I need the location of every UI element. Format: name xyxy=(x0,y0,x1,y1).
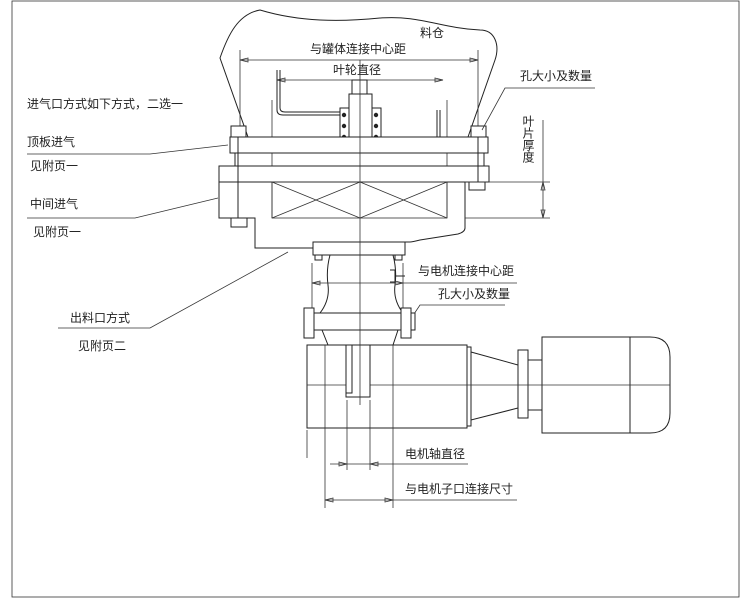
see-appendix-1a: 见附页一 xyxy=(30,159,78,173)
motor-flange xyxy=(517,349,529,419)
hole-size-top-leader xyxy=(481,87,595,131)
motor-center-distance-label: 与电机连接中心距 xyxy=(418,263,514,278)
motor-shaft-diameter-label: 电机轴直径 xyxy=(405,446,465,461)
top-plate-inlet-leader xyxy=(27,144,229,155)
adapter-cone xyxy=(470,351,519,421)
outlet-method-label: 出料口方式 xyxy=(70,310,130,325)
inlet-note: 进气口方式如下方式，二选一 xyxy=(27,96,183,111)
outlet-leader xyxy=(58,251,289,329)
tank-center-distance-label: 与罐体连接中心距 xyxy=(310,41,406,56)
hole-size-bottom-leader xyxy=(409,304,505,321)
top-plate xyxy=(229,136,489,154)
lower-flange xyxy=(312,241,406,256)
motor-spigot-size-label: 与电机子口连接尺寸 xyxy=(405,481,513,496)
drawing-frame xyxy=(11,0,740,598)
tank-center-distance-dimension xyxy=(239,50,479,137)
blade-thickness-label: 叶片厚度 xyxy=(521,115,535,163)
silo-outline xyxy=(219,9,498,138)
hole-size-top-label: 孔大小及数量 xyxy=(520,68,592,83)
middle-inlet-label: 中间进气 xyxy=(30,196,78,211)
top-plate-inlet-label: 顶板进气 xyxy=(27,134,75,149)
flange-bolts xyxy=(230,125,487,228)
gearbox xyxy=(306,344,468,429)
neck xyxy=(319,254,404,314)
silo-label: 料仓 xyxy=(420,26,444,40)
feeder-body xyxy=(218,182,466,249)
rotor-box xyxy=(271,181,448,219)
impeller-diameter-label: 叶轮直径 xyxy=(333,63,381,77)
see-appendix-2: 见附页二 xyxy=(78,339,126,353)
main-flange xyxy=(218,165,490,183)
middle-inlet-leader xyxy=(27,197,219,219)
hole-size-bottom-label: 孔大小及数量 xyxy=(438,286,510,301)
see-appendix-1b: 见附页一 xyxy=(33,225,81,239)
